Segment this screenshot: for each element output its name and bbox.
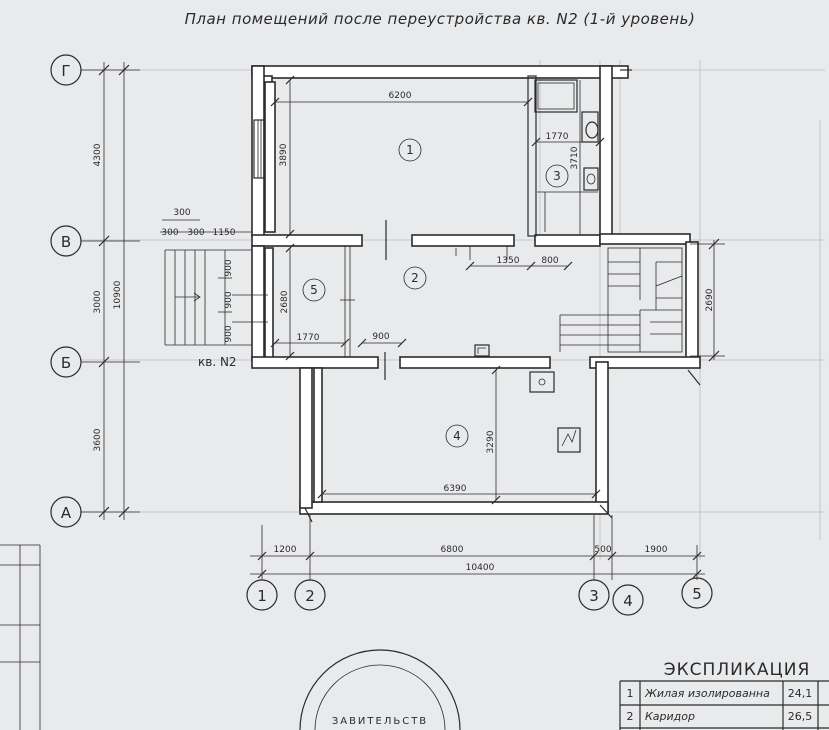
dim-bottom-1200: 1200: [274, 545, 297, 555]
dim-corr-1350: 1350: [497, 256, 520, 266]
room-number-5: 5: [310, 283, 318, 297]
explication-row2-name: Каридор: [645, 710, 695, 723]
dim-room3-width: 1770: [546, 132, 569, 142]
axis-label-1: 1: [257, 587, 267, 605]
room-dimensions: 6200 3890 1770 3710 1350 800 2680 1770: [270, 75, 605, 505]
window-details: [253, 69, 701, 523]
axis-label-4: 4: [623, 592, 633, 610]
stair-dim-900b: 900: [224, 291, 234, 308]
stair-dim-300a: 300: [161, 228, 178, 238]
explication-row2-num: 2: [627, 710, 634, 723]
explication-table: ЭКСПЛИКАЦИЯ 1 Жилая изолированна 24,1 2 …: [619, 660, 829, 730]
dim-door-900: 900: [372, 332, 389, 342]
explication-row1-name: Жилая изолированна: [644, 687, 770, 700]
sheet-frame: [0, 544, 41, 730]
entrance-stairs: 300 300 300 1150 900 900 900 кв. N2: [160, 208, 268, 369]
stamp: ЗАВИТЕЛЬСТВ: [299, 649, 461, 730]
room-number-4: 4: [453, 429, 461, 443]
dim-total-left: 10900: [113, 280, 123, 309]
stove-icon: [557, 427, 581, 453]
stair-dim-1150: 1150: [213, 228, 236, 238]
dim-g-v: 4300: [93, 143, 103, 166]
room-number-2: 2: [411, 271, 419, 285]
vent-icon: [474, 344, 490, 357]
dim-bottom-total: 10400: [466, 563, 495, 573]
bathroom-fixtures: [534, 79, 599, 232]
room-numbers: 1 2 3 4 5: [302, 138, 569, 448]
axis-label-2: 2: [305, 587, 315, 605]
axis-label-3: 3: [589, 587, 599, 605]
explication-row1-area: 24,1: [788, 687, 813, 700]
dim-b-a: 3600: [93, 428, 103, 451]
stair-dim-2690: 2690: [705, 288, 715, 311]
stair-dim-900a: 900: [224, 259, 234, 276]
dim-bottom-1900: 1900: [645, 545, 668, 555]
left-axes: Г В Б А 4300 3000 3600 10900: [50, 54, 140, 528]
bottom-axes: 1 2 3 4 5: [246, 577, 713, 616]
axis-label-b: Б: [61, 354, 71, 372]
axis-label-g: Г: [61, 62, 70, 80]
dim-bottom-6800: 6800: [441, 545, 464, 555]
dim-bottom-500: 500: [594, 545, 611, 555]
bathtub-icon: [534, 79, 578, 113]
explication-title: ЭКСПЛИКАЦИЯ: [664, 660, 811, 680]
axis-label-a: А: [61, 504, 72, 522]
stair-dim-900c: 900: [224, 325, 234, 342]
dim-room1-width: 6200: [389, 91, 412, 101]
room-number-1: 1: [406, 143, 414, 157]
walls: [251, 65, 701, 515]
dim-room4-height: 3290: [486, 430, 496, 453]
stamp-text: ЗАВИТЕЛЬСТВ: [332, 716, 428, 727]
dim-room4-width: 6390: [444, 484, 467, 494]
bottom-dimensions: 1200 6800 500 1900 10400: [250, 515, 705, 580]
apartment-label: кв. N2: [198, 355, 237, 369]
dim-room5-height: 2680: [280, 290, 290, 313]
axis-label-5: 5: [692, 585, 702, 603]
right-staircase: 2690: [559, 238, 725, 362]
axis-label-v: В: [61, 233, 71, 251]
plan-title: План помещений после переустройства кв. …: [185, 10, 696, 28]
dim-room5-width: 1770: [297, 333, 320, 343]
dim-room1-height: 3890: [279, 143, 289, 166]
kitchen-fixtures: [474, 344, 581, 453]
dim-v-b: 3000: [93, 290, 103, 313]
explication-row2-area: 26,5: [788, 710, 813, 723]
stair-dim-300b: 300: [187, 228, 204, 238]
sink-icon: [583, 167, 599, 191]
partitions: [340, 75, 537, 380]
kitchen-sink-icon: [529, 371, 555, 393]
room-number-3: 3: [553, 169, 561, 183]
stair-dim-300-top: 300: [173, 208, 190, 218]
explication-row1-num: 1: [627, 687, 634, 700]
dim-room3-height: 3710: [570, 146, 580, 169]
dim-corr-800: 800: [541, 256, 558, 266]
